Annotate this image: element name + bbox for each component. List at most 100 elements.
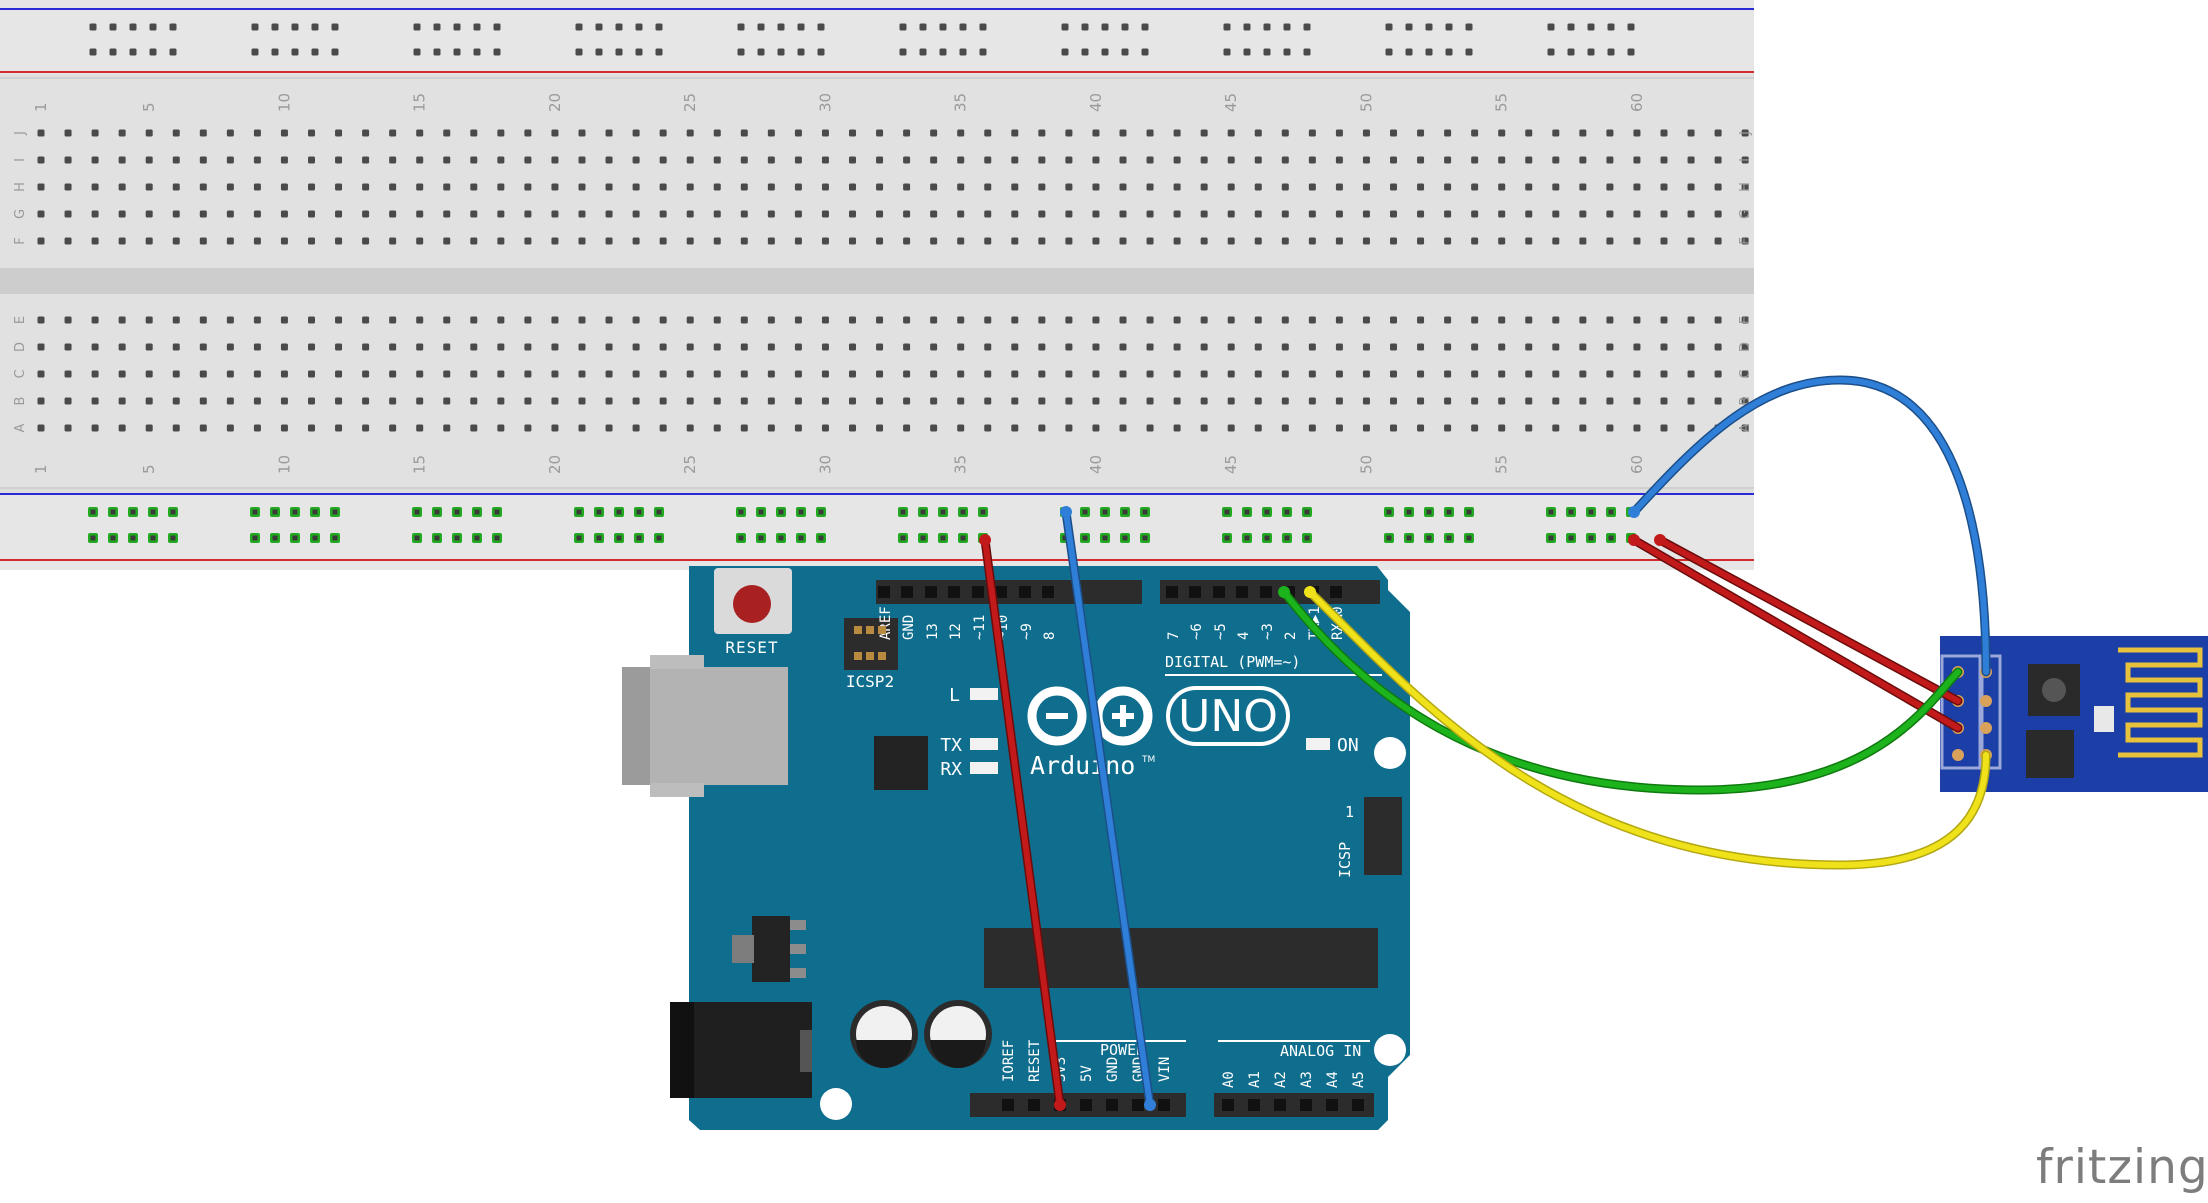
- column-number-label: 5: [140, 464, 158, 474]
- breadboard-hole: [713, 316, 721, 324]
- rail-hole: [959, 23, 967, 31]
- breadboard-hole: [903, 210, 911, 218]
- rail-hole: [798, 509, 804, 515]
- breadboard-hole: [1173, 370, 1181, 378]
- rail-hole: [312, 509, 318, 515]
- rail-hole: [1466, 535, 1472, 541]
- breadboard-hole: [1390, 129, 1397, 137]
- column-number-label: 45: [1222, 93, 1240, 112]
- breadboard-hole: [253, 237, 261, 245]
- rail-hole: [1587, 23, 1595, 31]
- breadboard-hole: [308, 237, 315, 245]
- breadboard-hole: [876, 316, 884, 324]
- breadboard-hole: [957, 370, 965, 378]
- wire-blue-esp-gnd: [1631, 376, 1989, 675]
- reset-button-cap[interactable]: [733, 585, 771, 623]
- header-pin: [1189, 586, 1201, 598]
- breadboard-hole: [443, 343, 451, 351]
- breadboard-hole: [767, 370, 775, 378]
- breadboard-hole: [1714, 210, 1722, 218]
- breadboard-hole: [1741, 210, 1749, 218]
- breadboard-hole: [903, 424, 911, 432]
- breadboard-hole: [1200, 183, 1208, 191]
- rail-hole: [900, 535, 906, 541]
- rail-hole: [90, 535, 96, 541]
- breadboard-hole: [740, 183, 748, 191]
- breadboard-hole: [1065, 237, 1073, 245]
- breadboard-hole: [1173, 183, 1181, 191]
- breadboard-hole: [1227, 397, 1235, 405]
- breadboard-hole: [1200, 424, 1208, 432]
- breadboard-holes: [37, 23, 1749, 543]
- breadboard-hole: [1065, 129, 1073, 137]
- breadboard-hole: [37, 370, 45, 378]
- rail-hole: [1121, 48, 1129, 56]
- breadboard-hole: [659, 210, 667, 218]
- breadboard-hole: [1038, 237, 1046, 245]
- breadboard-hole: [1119, 424, 1127, 432]
- breadboard-hole: [524, 316, 532, 324]
- rail-hole: [576, 535, 582, 541]
- breadboard-hole: [740, 370, 748, 378]
- rail-hole: [1425, 48, 1433, 56]
- pin-label: 7: [1166, 632, 1182, 640]
- breadboard-hole: [1281, 210, 1289, 218]
- breadboard-hole: [1714, 370, 1722, 378]
- breadboard-hole: [64, 156, 72, 164]
- rail-hole: [899, 48, 907, 56]
- breadboard-hole: [740, 424, 748, 432]
- breadboard-hole: [578, 210, 586, 218]
- regulator-leg: [790, 920, 806, 930]
- rail-hole: [818, 509, 824, 515]
- rail-hole: [1081, 23, 1089, 31]
- rail-hole: [473, 23, 481, 31]
- breadboard-hole: [226, 424, 234, 432]
- breadboard-hole: [1444, 343, 1452, 351]
- column-number-label: 50: [1357, 93, 1375, 112]
- breadboard-hole: [524, 237, 532, 245]
- breadboard-hole: [1471, 343, 1479, 351]
- breadboard-hole: [389, 237, 397, 245]
- breadboard-hole: [226, 156, 234, 164]
- breadboard-hole: [524, 370, 532, 378]
- wires: [979, 375, 1991, 1111]
- breadboard-hole: [957, 343, 965, 351]
- breadboard-hole: [497, 370, 505, 378]
- breadboard-hole: [632, 156, 640, 164]
- column-number-label: 20: [546, 93, 564, 112]
- breadboard-hole: [253, 183, 261, 191]
- column-number-label: 10: [275, 455, 293, 474]
- uno-badge: [1166, 686, 1290, 746]
- breadboard-hole: [118, 316, 126, 324]
- breadboard-hole: [37, 129, 45, 137]
- breadboard-hole: [470, 370, 478, 378]
- breadboard-hole: [849, 424, 856, 432]
- led-on: [1306, 738, 1330, 750]
- rail-hole: [596, 535, 602, 541]
- header-pin: [1330, 586, 1342, 598]
- rail-hole: [939, 48, 947, 56]
- breadboard-hole: [1471, 183, 1479, 191]
- breadboard-hole: [1227, 237, 1235, 245]
- rail-hole: [778, 509, 784, 515]
- rail-hole: [1446, 535, 1452, 541]
- breadboard-hole: [1660, 316, 1668, 324]
- header-pin: [972, 586, 984, 598]
- rail-hole: [1142, 535, 1148, 541]
- breadboard-hole: [713, 156, 721, 164]
- breadboard-hole: [1011, 370, 1019, 378]
- breadboard-hole: [1227, 370, 1235, 378]
- rail-hole: [1243, 48, 1251, 56]
- breadboard-hole: [794, 424, 802, 432]
- breadboard-hole: [335, 316, 343, 324]
- breadboard-hole: [1281, 129, 1289, 137]
- breadboard-hole: [1660, 237, 1668, 245]
- breadboard-hole: [1633, 237, 1641, 245]
- breadboard-hole: [1525, 424, 1533, 432]
- capacitor: [850, 1000, 918, 1068]
- rail-hole: [170, 535, 176, 541]
- capacitor: [924, 1000, 992, 1068]
- breadboard-hole: [64, 397, 72, 405]
- breadboard-hole: [1146, 397, 1154, 405]
